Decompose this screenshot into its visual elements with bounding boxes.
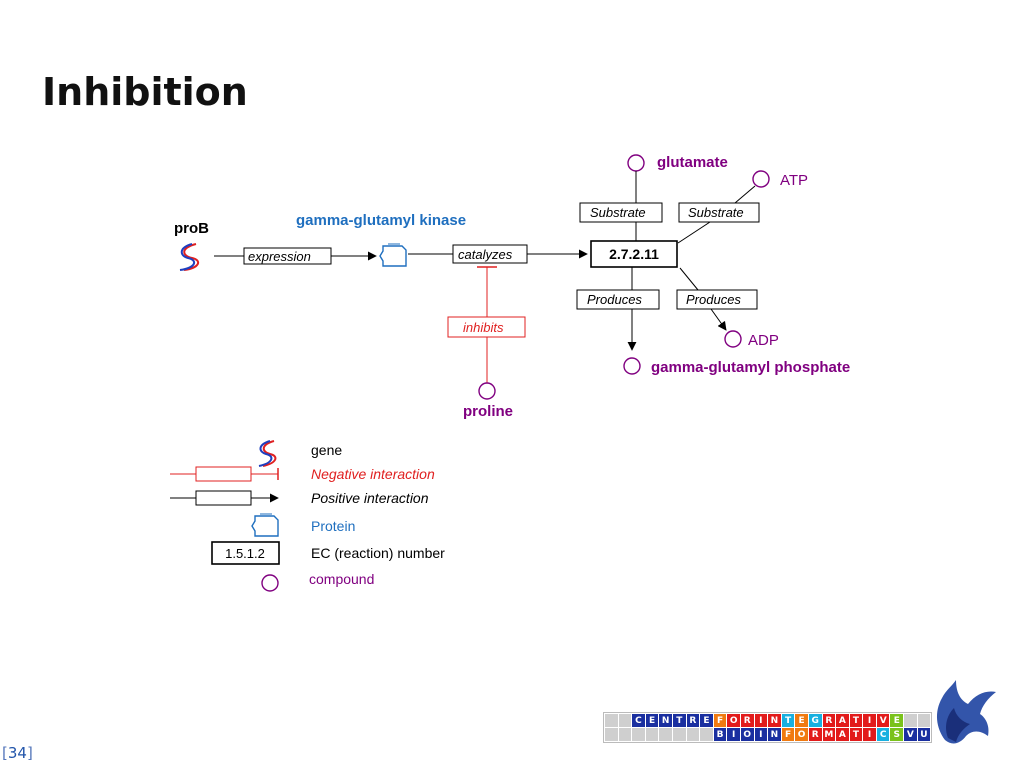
- adp-compound-icon: [724, 330, 742, 348]
- cbi-logo-cell: A: [836, 728, 849, 741]
- cbi-logo-cell: [672, 728, 686, 741]
- atp-compound-icon: [752, 170, 770, 188]
- legend-protein-icon: [251, 513, 279, 537]
- cbi-logo-cell: E: [890, 714, 904, 727]
- adp-label: ADP: [748, 332, 779, 349]
- cbi-logo-cell: [686, 728, 700, 741]
- cbi-logo-cell: V: [876, 714, 890, 727]
- glutamate-label: glutamate: [657, 154, 728, 171]
- cbi-logo-cell: R: [740, 714, 754, 727]
- page-title: Inhibition: [42, 70, 248, 114]
- cbi-logo-cell: N: [768, 728, 781, 741]
- expression-label: expression: [248, 249, 311, 264]
- page-number-bracket-close: ]: [26, 744, 33, 762]
- cbi-logo-cell: T: [781, 714, 795, 727]
- cbi-logo-cell: [618, 714, 632, 727]
- produces-box-2: [676, 289, 758, 310]
- cbi-logo-cell: T: [849, 714, 863, 727]
- ec-number: 2.7.2.11: [609, 246, 659, 262]
- cbi-logo-cell: [917, 714, 931, 727]
- legend-protein-label: Protein: [311, 518, 355, 534]
- substrate-label-1: Substrate: [590, 205, 646, 220]
- cbi-logo-cell: O: [740, 728, 754, 741]
- legend-negative-box: [195, 466, 252, 482]
- cbi-logo-cell: [904, 714, 917, 727]
- proline-compound-icon: [478, 382, 496, 400]
- cbi-logo-cell: N: [659, 714, 672, 727]
- cbi-logo-cell: C: [632, 714, 645, 727]
- cbi-logo-cell: I: [863, 714, 876, 727]
- cbi-logo-cell: [605, 714, 618, 727]
- griffin-logo-icon: [936, 680, 996, 744]
- cbi-logo-cell: [632, 728, 645, 741]
- cbi-logo-cell: I: [754, 728, 768, 741]
- cbi-logo-cell: N: [768, 714, 781, 727]
- cbi-logo-cell: T: [849, 728, 863, 741]
- legend-ec-label: EC (reaction) number: [311, 545, 445, 561]
- ec-number-box: [590, 240, 678, 268]
- cbi-logo-cell: E: [795, 714, 808, 727]
- cbi-logo-cell: R: [808, 728, 822, 741]
- cbi-logo-cell: F: [781, 728, 795, 741]
- cbi-logo-cell: E: [700, 714, 713, 727]
- protein-icon: [379, 243, 407, 267]
- legend-negative-label: Negative interaction: [311, 466, 435, 482]
- cbi-logo-cell: O: [727, 714, 740, 727]
- cbi-logo-cell: B: [713, 728, 727, 741]
- gamma-glutamyl-phosphate-label: gamma-glutamyl phosphate: [651, 359, 850, 376]
- cbi-logo-cell: A: [836, 714, 849, 727]
- cbi-logo-cell: U: [917, 728, 931, 741]
- cbi-logo-cell: [700, 728, 713, 741]
- cbi-logo-cell: O: [795, 728, 808, 741]
- legend-positive-box: [195, 490, 252, 506]
- inhibits-label: inhibits: [463, 320, 504, 335]
- cbi-logo-cell: I: [863, 728, 876, 741]
- cbi-logo-cell: I: [754, 714, 768, 727]
- page-number-bracket-open: [: [2, 744, 8, 762]
- cbi-logo-cell: M: [822, 728, 836, 741]
- cbi-logo-cell: [618, 728, 632, 741]
- atp-label: ATP: [780, 172, 808, 189]
- legend-ec-example: 1.5.1.2: [225, 546, 265, 561]
- cbi-logo-cell: G: [808, 714, 822, 727]
- legend: gene Negative interaction Positive inter…: [170, 440, 445, 592]
- cbi-logo-cell: [659, 728, 672, 741]
- page-number: [34]: [2, 744, 33, 762]
- legend-ec-box: [211, 541, 280, 565]
- catalyzes-label: catalyzes: [458, 247, 513, 262]
- protein-label: gamma-glutamyl kinase: [296, 212, 466, 229]
- produces-label-2: Produces: [686, 292, 741, 307]
- gamma-glutamyl-phosphate-compound-icon: [623, 357, 641, 375]
- legend-dna-icon: [258, 440, 277, 467]
- produces-box-1: [576, 289, 660, 310]
- legend-compound-label: compound: [309, 571, 374, 587]
- cbi-logo-cell: C: [876, 728, 890, 741]
- cbi-logo-cell: E: [645, 714, 659, 727]
- cbi-logo-cell: I: [727, 728, 740, 741]
- produces-arrow-2: [710, 308, 727, 331]
- cbi-logo-cell: [605, 728, 618, 741]
- cbi-logo-cell: V: [904, 728, 917, 741]
- legend-positive-label: Positive interaction: [311, 490, 429, 506]
- glutamate-compound-icon: [627, 154, 645, 172]
- cbi-logo-cell: T: [672, 714, 686, 727]
- dna-icon: [179, 243, 200, 271]
- cbi-logo-cell: [645, 728, 659, 741]
- cbi-logo-cell: S: [890, 728, 904, 741]
- proline-label: proline: [463, 403, 513, 420]
- substrate-box-1: [579, 202, 663, 223]
- cbi-logo-cell: R: [822, 714, 836, 727]
- substrate-label-2: Substrate: [688, 205, 744, 220]
- substrate-box-2: [678, 202, 760, 223]
- legend-compound-icon: [261, 574, 279, 592]
- cbi-logo-cell: F: [713, 714, 727, 727]
- gene-label: proB: [174, 220, 209, 237]
- produces-label-1: Produces: [587, 292, 642, 307]
- page-number-value: 34: [7, 744, 27, 762]
- cbi-logo-cell: R: [686, 714, 700, 727]
- legend-gene-label: gene: [311, 442, 342, 458]
